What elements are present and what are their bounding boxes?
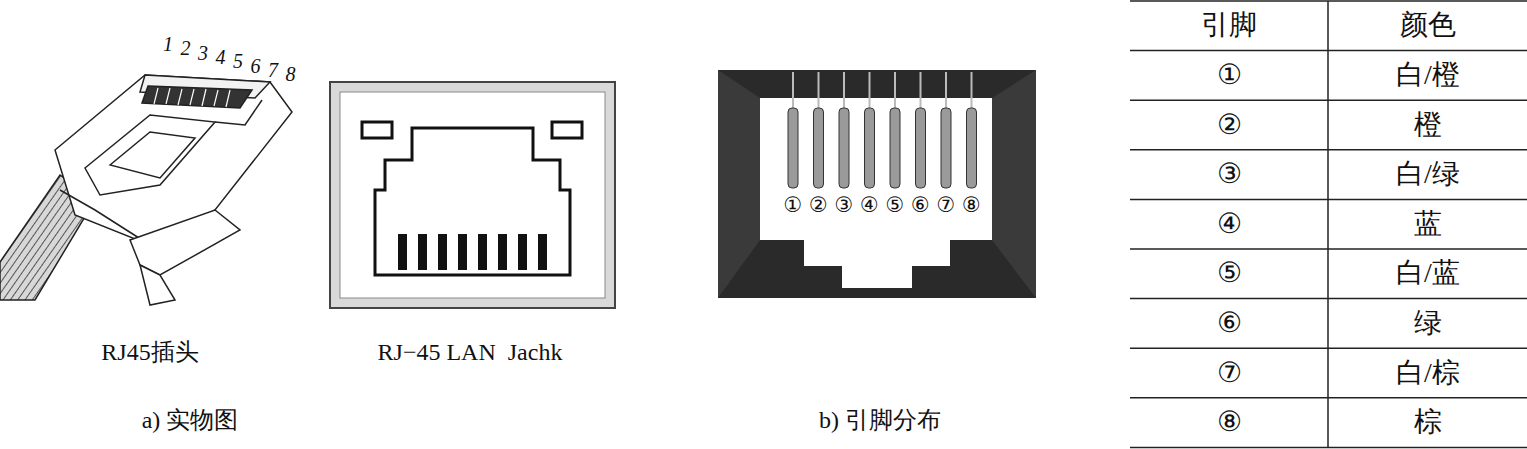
pin-bar <box>865 108 875 188</box>
table-cell: 白/蓝 <box>1396 258 1460 289</box>
pin-number: 4 <box>216 46 226 68</box>
pin-number: 8 <box>286 63 296 85</box>
pin-number: 3 <box>198 42 208 64</box>
table-cell: ② <box>1217 110 1242 141</box>
table-cell: 白/橙 <box>1396 60 1460 91</box>
pin-number: ① <box>784 194 803 217</box>
caption: a) 实物图 <box>142 407 239 433</box>
pin-contact <box>920 72 922 108</box>
pin-bar <box>967 108 977 188</box>
pin-contact <box>869 72 871 108</box>
table-cell: 绿 <box>1414 308 1442 339</box>
table-cell: ⑤ <box>1217 258 1242 289</box>
pin-contact <box>818 72 820 108</box>
table-cell: ⑥ <box>1217 308 1242 339</box>
table-cell: 白/绿 <box>1396 159 1460 190</box>
table-cell: 橙 <box>1414 110 1442 141</box>
table-cell: ③ <box>1217 159 1242 190</box>
pin-contact <box>894 72 896 108</box>
table-header: 引脚 <box>1201 10 1257 41</box>
pin-number: ② <box>809 194 828 217</box>
table-header: 颜色 <box>1400 10 1456 41</box>
table-cell: ⑧ <box>1217 407 1242 438</box>
pin-contact <box>945 72 947 108</box>
pin-number: ⑦ <box>937 194 956 217</box>
table-cell: 棕 <box>1414 407 1442 438</box>
pin-bar <box>788 108 798 188</box>
pin-bar <box>839 108 849 188</box>
table-cell: 白/棕 <box>1396 358 1460 389</box>
table-cell: 蓝 <box>1414 209 1442 240</box>
part-name: RJ−45 LAN Jachk <box>378 339 563 365</box>
pin-number: ⑤ <box>886 194 905 217</box>
pin-bar <box>941 108 951 188</box>
pin-bar <box>916 108 926 188</box>
pin-contact <box>971 72 973 108</box>
table-cell: ④ <box>1217 209 1242 240</box>
pin-number: ⑧ <box>962 194 981 217</box>
table-rule <box>1327 1 1329 448</box>
rj45-jack <box>330 82 615 308</box>
table-cell: ⑦ <box>1217 358 1242 389</box>
pin-number: ③ <box>835 194 854 217</box>
table-grid <box>1130 1 1527 448</box>
table-cell: ① <box>1217 60 1242 91</box>
pin-bar <box>814 108 824 188</box>
pin-layout <box>718 70 1036 298</box>
pin-number: 5 <box>233 50 243 72</box>
pin-number: ⑥ <box>911 194 930 217</box>
pin-bar <box>890 108 900 188</box>
rj45-plug <box>0 75 292 305</box>
caption: b) 引脚分布 <box>819 407 941 433</box>
pin-number: 6 <box>251 55 261 77</box>
part-name: RJ45插头 <box>101 339 198 365</box>
pin-contact <box>843 72 845 108</box>
pin-number: 2 <box>181 37 191 59</box>
pin-contact <box>792 72 794 108</box>
pin-number: 7 <box>268 59 278 81</box>
pin-number: 1 <box>163 33 173 55</box>
pin-number: ④ <box>860 194 879 217</box>
